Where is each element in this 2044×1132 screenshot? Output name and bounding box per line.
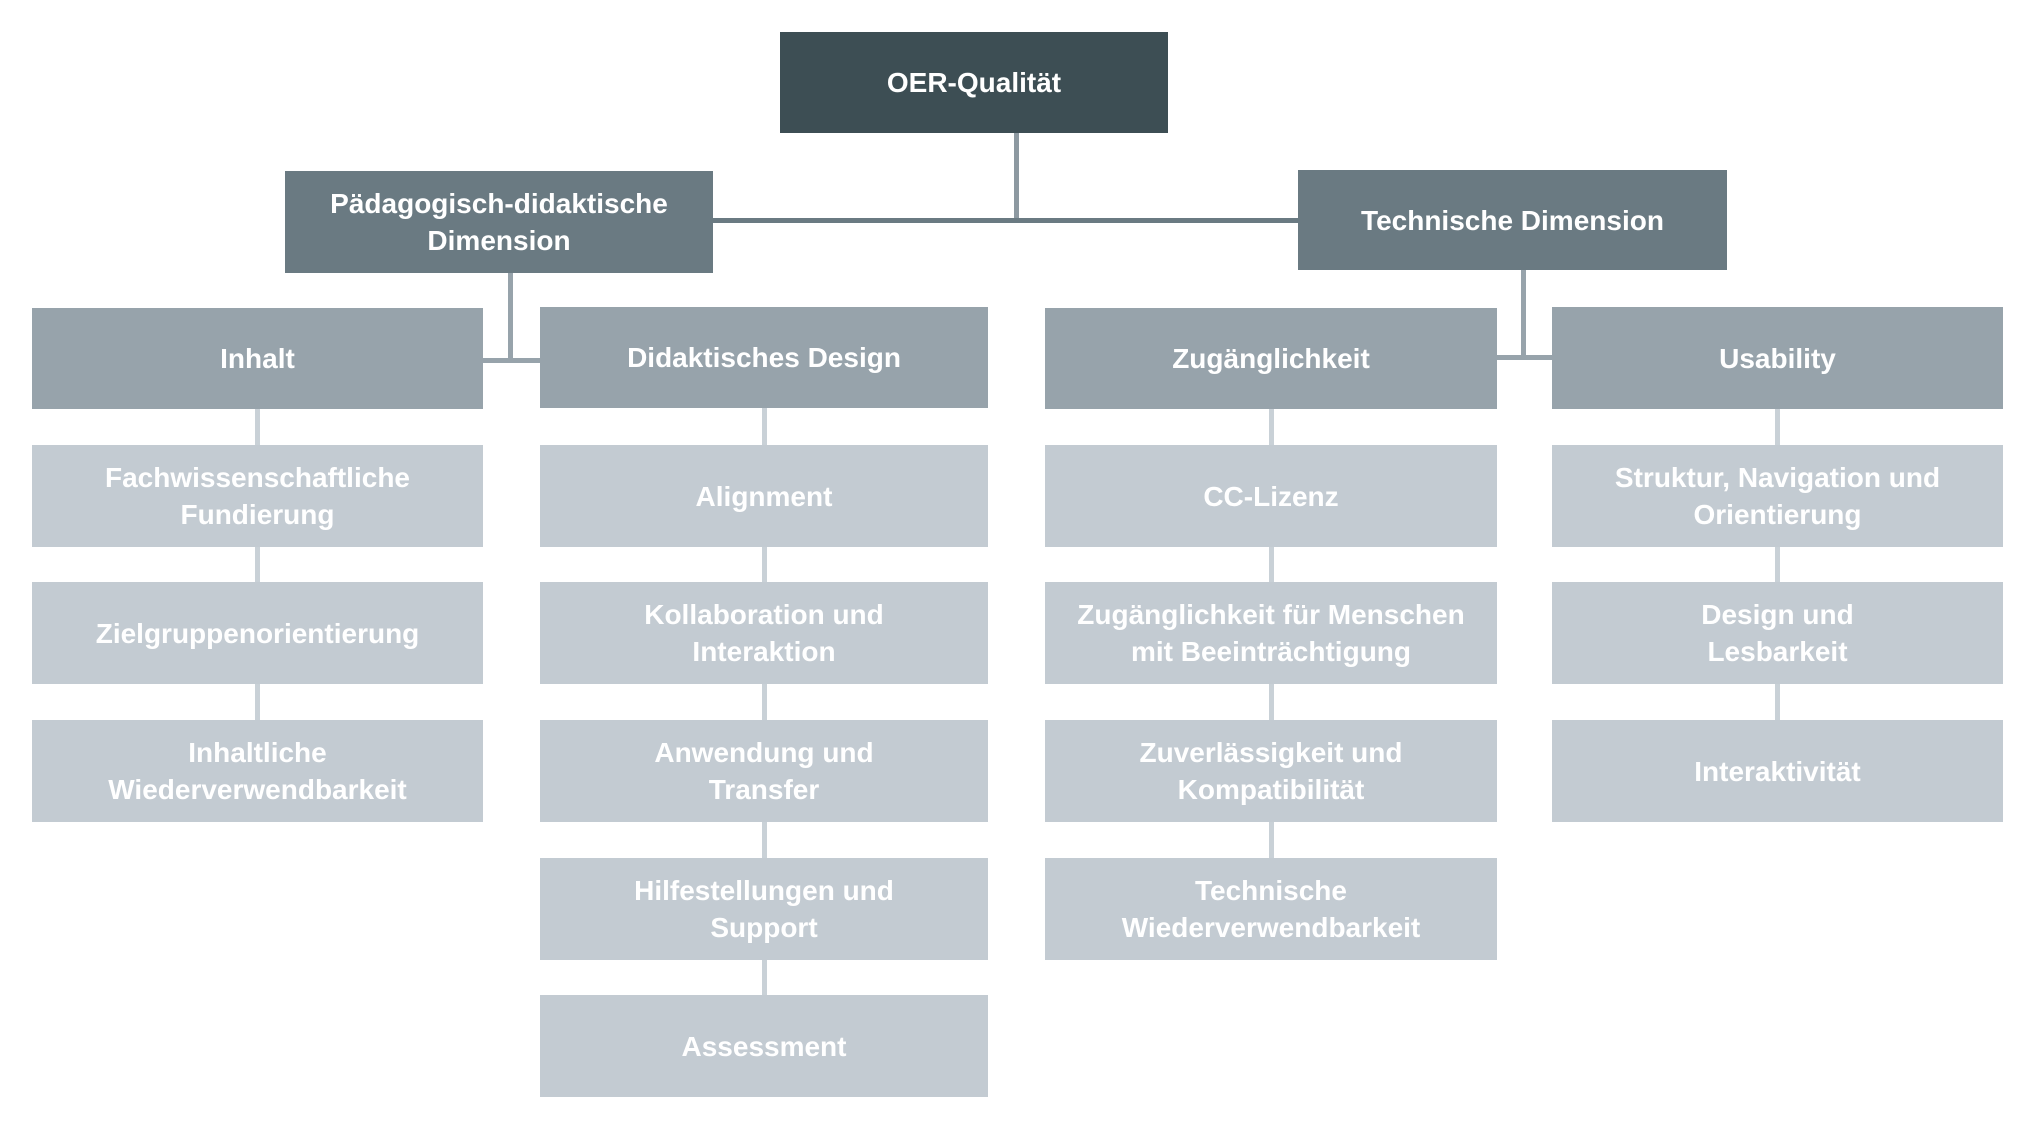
- node-technische-dimension: Technische Dimension: [1298, 170, 1727, 270]
- connector-technisch-vertical: [1521, 270, 1526, 360]
- node-fachwissenschaftliche-fundierung: Fachwissenschaftliche Fundierung: [32, 445, 483, 547]
- node-interaktivitaet: Interaktivität: [1552, 720, 2003, 822]
- connector-dimensions-horizontal: [713, 218, 1298, 223]
- node-design-und-lesbarkeit: Design und Lesbarkeit: [1552, 582, 2003, 684]
- node-zuverlaessigkeit-und-kompatibilitaet: Zuverlässigkeit und Kompatibilität: [1045, 720, 1497, 822]
- node-cc-lizenz: CC-Lizenz: [1045, 445, 1497, 547]
- connector-paedagogisch-bridge: [483, 358, 540, 363]
- node-zielgruppenorientierung: Zielgruppenorientierung: [32, 582, 483, 684]
- node-zugaenglichkeit: Zugänglichkeit: [1045, 308, 1497, 409]
- node-didaktisches-design: Didaktisches Design: [540, 307, 988, 408]
- connector-paedagogisch-vertical: [508, 273, 513, 363]
- node-struktur-navigation-orientierung: Struktur, Navigation und Orientierung: [1552, 445, 2003, 547]
- connector-usability-children: [1775, 409, 1780, 720]
- node-hilfestellungen-und-support: Hilfestellungen und Support: [540, 858, 988, 960]
- connector-root-vertical: [1014, 133, 1019, 223]
- connector-didaktisches-design-children: [762, 408, 767, 995]
- connector-technisch-bridge: [1497, 355, 1552, 360]
- node-anwendung-und-transfer: Anwendung und Transfer: [540, 720, 988, 822]
- node-zugaenglichkeit-fuer-menschen: Zugänglichkeit für Menschen mit Beeinträ…: [1045, 582, 1497, 684]
- node-inhalt: Inhalt: [32, 308, 483, 409]
- node-paedagogisch-didaktische-dimension: Pädagogisch-didaktische Dimension: [285, 171, 713, 273]
- node-oer-qualitaet: OER-Qualität: [780, 32, 1168, 133]
- node-assessment: Assessment: [540, 995, 988, 1097]
- node-technische-wiederverwendbarkeit: Technische Wiederverwendbarkeit: [1045, 858, 1497, 960]
- node-kollaboration-und-interaktion: Kollaboration und Interaktion: [540, 582, 988, 684]
- connector-inhalt-children: [255, 409, 260, 720]
- node-inhaltliche-wiederverwendbarkeit: Inhaltliche Wiederverwendbarkeit: [32, 720, 483, 822]
- node-alignment: Alignment: [540, 445, 988, 547]
- node-usability: Usability: [1552, 307, 2003, 409]
